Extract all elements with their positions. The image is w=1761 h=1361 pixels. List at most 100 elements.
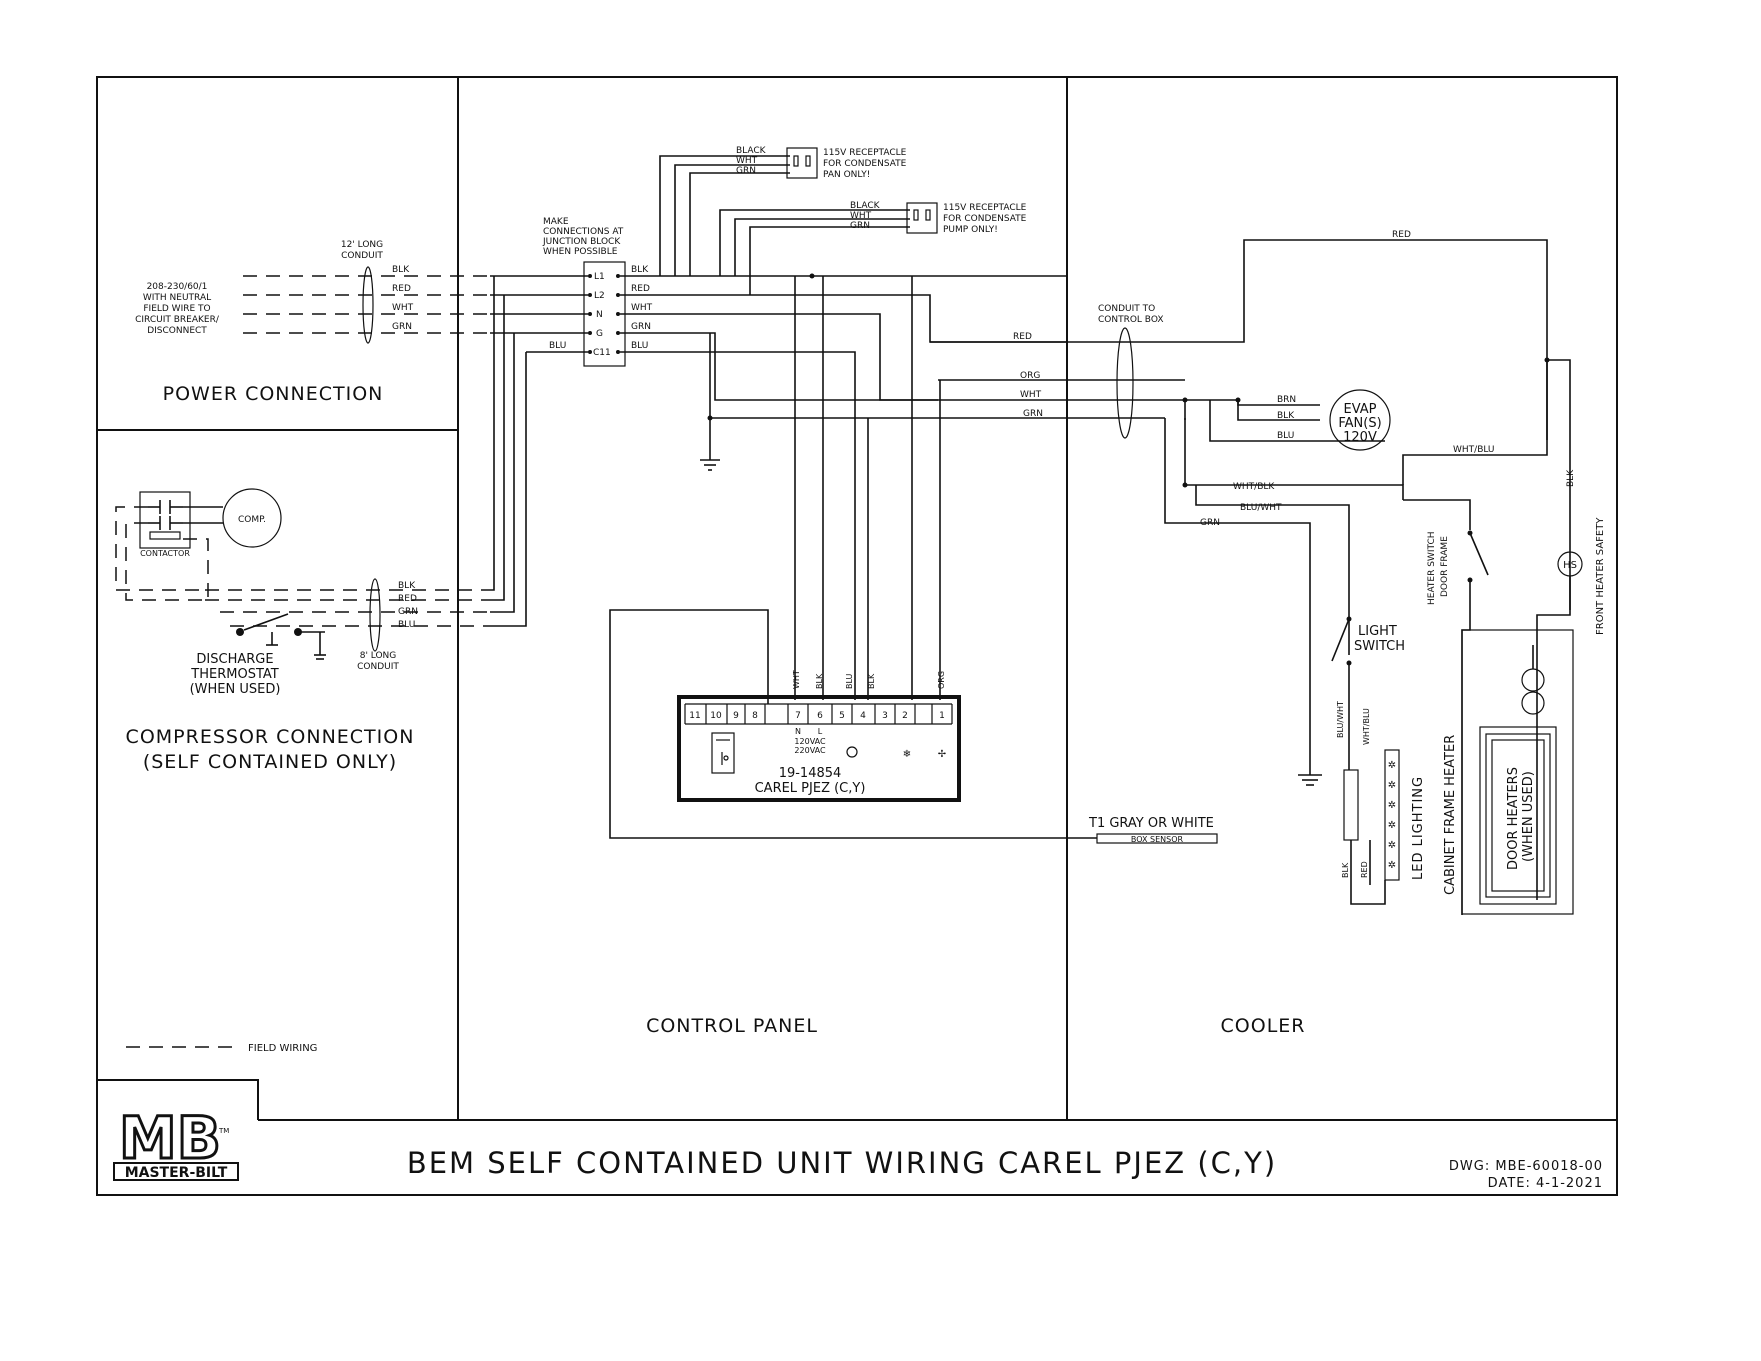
control-panel-label: CONTROL PANEL [646, 1015, 818, 1037]
svg-text:(WHEN USED): (WHEN USED) [1521, 771, 1536, 862]
wire-grn: GRN [392, 322, 412, 332]
contactor-label: CONTACTOR [140, 549, 190, 558]
svg-text:115V RECEPTACLE: 115V RECEPTACLE [823, 148, 907, 158]
svg-text:120V: 120V [1343, 430, 1377, 445]
svg-text:WHT/BLU: WHT/BLU [1362, 708, 1371, 745]
svg-text:FRONT HEATER SAFETY: FRONT HEATER SAFETY [1595, 517, 1606, 635]
svg-text:❄: ❄ [903, 749, 911, 760]
svg-text:✲: ✲ [1388, 760, 1396, 771]
receptacle-pan: BLACK WHT GRN 115V RECEPTACLE FOR CONDEN… [659, 146, 907, 276]
svg-text:EVAP: EVAP [1343, 402, 1376, 417]
light-switch: LIGHT SWITCH [1331, 616, 1405, 770]
svg-text:PAN ONLY!: PAN ONLY! [823, 170, 870, 180]
fan-wire-blk: BLK [1277, 411, 1295, 421]
controller-top-wires: WHT BLK BLU BLK ORG [792, 670, 946, 689]
trademark: TM [218, 1127, 229, 1135]
wht-wire: WHT [1020, 390, 1042, 400]
carel-controller: 11 10 9 8 7 6 5 4 3 2 1 N L 120VAC 220VA… [677, 695, 961, 802]
term-2: 2 [902, 711, 908, 721]
svg-text:N: N [596, 310, 603, 320]
svg-text:LED LIGHTING: LED LIGHTING [1411, 776, 1426, 880]
hs-label: HS [1563, 560, 1577, 571]
red-top-wire: RED [1392, 230, 1411, 240]
rec1-wire-black: BLACK [736, 146, 767, 156]
control-panel-trunk [700, 273, 1067, 700]
junction-dot [1544, 357, 1550, 363]
svg-text:L1: L1 [594, 272, 605, 282]
svg-text:SWITCH: SWITCH [1354, 639, 1405, 654]
svg-text:✲: ✲ [1388, 800, 1396, 811]
compressor-wiring [115, 276, 527, 627]
cooler-wires [930, 239, 1548, 760]
svg-text:DOOR FRAME: DOOR FRAME [1440, 536, 1450, 597]
blu-in-label: BLU [549, 341, 566, 351]
svg-text:LIGHT: LIGHT [1358, 624, 1397, 639]
voltage-120: 120VAC [794, 737, 826, 746]
cabinet-frame-heater: CABINET FRAME HEATER DOOR HEATERS (WHEN … [1443, 629, 1574, 915]
compressor-connection-label: COMPRESSOR CONNECTION [126, 726, 415, 748]
svg-text:FIELD WIRE TO: FIELD WIRE TO [143, 304, 210, 314]
master-bilt-logo: MB MASTER-BILT TM [113, 1103, 239, 1181]
fan-wire-blu: BLU [1277, 431, 1294, 441]
wht-blu-wire [1402, 359, 1571, 610]
svg-text:WHEN POSSIBLE: WHEN POSSIBLE [543, 247, 618, 257]
red-wire: RED [1013, 332, 1032, 342]
compressor-motor [222, 488, 282, 548]
svg-text:✲: ✲ [1388, 820, 1396, 831]
comp-wire-red: RED [398, 594, 417, 604]
term-8: 8 [752, 711, 758, 721]
svg-text:ORG: ORG [937, 671, 946, 689]
cooler-label: COOLER [1221, 1015, 1306, 1037]
drawing-frame [96, 76, 1618, 1196]
svg-text:PUMP ONLY!: PUMP ONLY! [943, 225, 998, 235]
conduit-12ft [362, 266, 374, 344]
discharge-thermostat: DISCHARGE THERMOSTAT (WHEN USED) [190, 613, 326, 697]
term-4: 4 [860, 711, 866, 721]
compressor-label: COMP. [238, 515, 266, 525]
power-source-note: 208-230/60/1 WITH NEUTRAL FIELD WIRE TO … [135, 282, 220, 336]
controller-model: CAREL PJEZ (C,Y) [755, 781, 866, 796]
svg-text:C11: C11 [593, 348, 611, 358]
term-5: 5 [839, 711, 845, 721]
svg-text:JUNCTION BLOCK: JUNCTION BLOCK [542, 237, 621, 247]
wire-blk: BLK [392, 265, 410, 275]
conduit-8ft-label: 8' LONG [360, 651, 397, 661]
svg-text:CIRCUIT BREAKER/: CIRCUIT BREAKER/ [135, 315, 220, 325]
comp-wire-blu: BLU [398, 620, 415, 630]
svg-text:THERMOSTAT: THERMOSTAT [190, 667, 278, 682]
fan-wire-brn: BRN [1277, 395, 1296, 405]
evap-fan [1329, 389, 1391, 451]
term-7: 7 [795, 711, 801, 721]
logo-wordmark: MASTER-BILT [125, 1165, 228, 1181]
junction-note: MAKE CONNECTIONS AT JUNCTION BLOCK WHEN … [542, 217, 624, 257]
svg-text:DISCHARGE: DISCHARGE [196, 652, 273, 667]
wire-wht: WHT [392, 303, 414, 313]
term-11: 11 [689, 711, 700, 721]
svg-text:G: G [596, 329, 603, 339]
logo-mark: MB [119, 1104, 221, 1172]
self-contained-label: (SELF CONTAINED ONLY) [143, 751, 397, 773]
svg-text:RED: RED [1360, 861, 1369, 878]
svg-text:BLU: BLU [845, 673, 854, 689]
out-wht: WHT [631, 303, 653, 313]
svg-text:CABINET FRAME HEATER: CABINET FRAME HEATER [1443, 735, 1458, 895]
box-sensor [1096, 833, 1218, 844]
drawing-title: BEM SELF CONTAINED UNIT WIRING CAREL PJE… [407, 1146, 1277, 1180]
conduit-12ft-label-2: CONDUIT [341, 251, 383, 261]
svg-text:CONNECTIONS AT: CONNECTIONS AT [543, 227, 624, 237]
term-3: 3 [882, 711, 888, 721]
svg-text:✢: ✢ [938, 749, 946, 760]
svg-text:FAN(S): FAN(S) [1338, 416, 1381, 431]
out-blu: BLU [631, 341, 648, 351]
wht-blk-label: WHT/BLK [1233, 482, 1275, 492]
svg-text:BLU/WHT: BLU/WHT [1336, 701, 1345, 738]
rec2-wire-wht: WHT [850, 211, 872, 221]
junction-terminals: L1 L2 N G C11 [588, 272, 620, 358]
wire-red: RED [392, 284, 411, 294]
conduit-control-box [1116, 327, 1134, 439]
svg-text:208-230/60/1: 208-230/60/1 [147, 282, 208, 292]
svg-text:FOR CONDENSATE: FOR CONDENSATE [943, 214, 1027, 224]
svg-text:FOR CONDENSATE: FOR CONDENSATE [823, 159, 907, 169]
term-10: 10 [710, 711, 722, 721]
incoming-wires [490, 275, 588, 334]
